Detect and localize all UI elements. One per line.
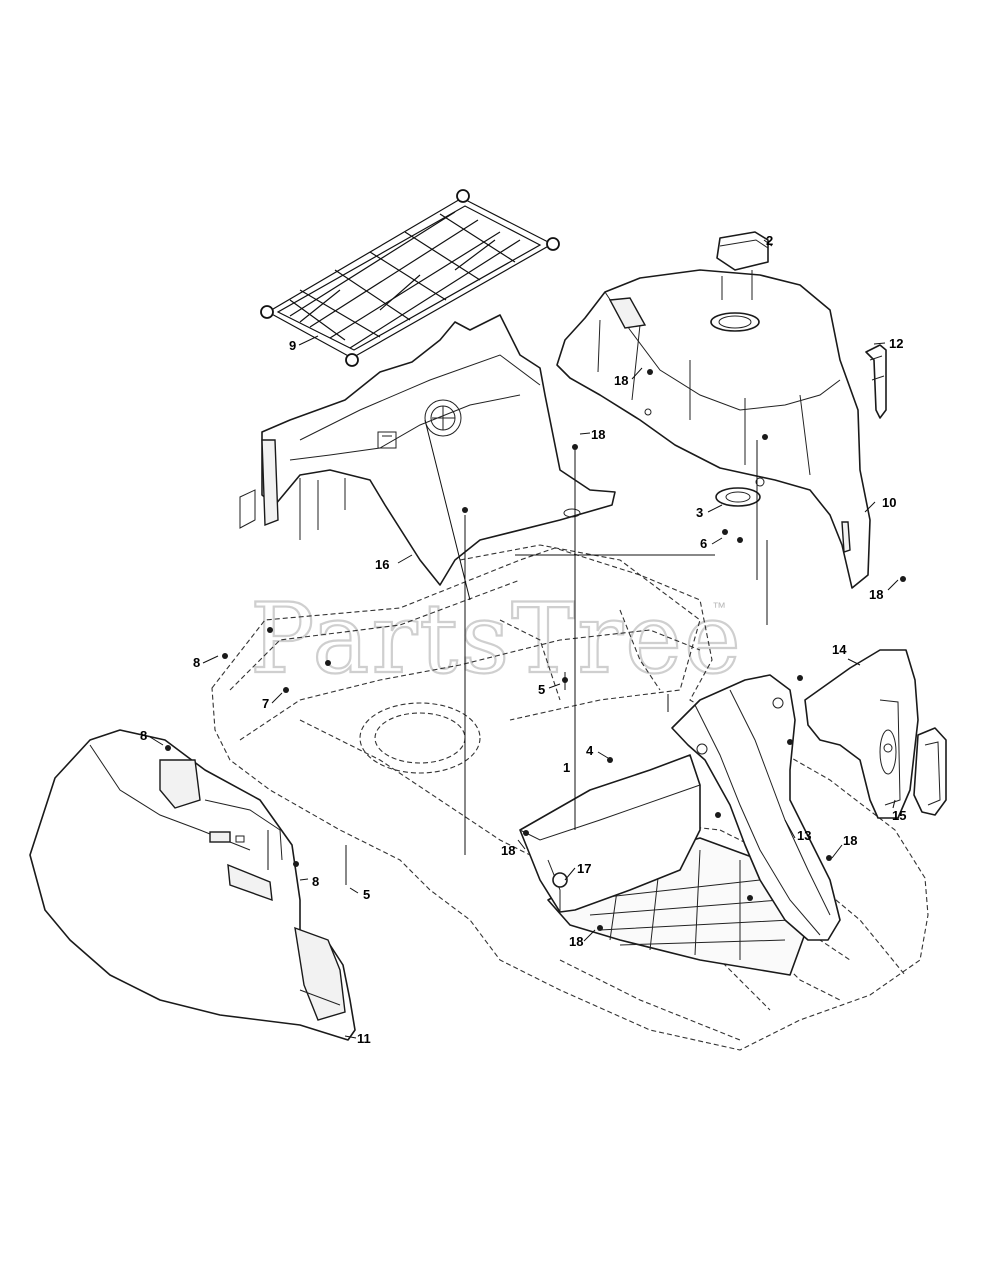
knob-cover <box>913 727 947 816</box>
rear-fender-body <box>556 269 871 589</box>
callout-1: 1 <box>563 760 570 775</box>
callout-11: 11 <box>357 1031 371 1046</box>
dash-cover <box>804 649 919 819</box>
callout-8-left: 8 <box>140 728 147 743</box>
partstree-watermark: PartsTree <box>250 583 743 695</box>
callout-15: 15 <box>892 808 906 823</box>
callout-labels: 2 3 4 1 5 5 6 7 8 8 8 9 10 11 12 13 14 1… <box>140 233 906 1046</box>
callout-2: 2 <box>766 233 773 248</box>
battery-box <box>519 754 701 913</box>
callout-18-panel: 18 <box>843 833 857 848</box>
callout-18-fender-side: 18 <box>869 587 883 602</box>
callout-6: 6 <box>700 536 707 551</box>
left-fender <box>29 729 356 1041</box>
callout-14: 14 <box>832 642 847 657</box>
callout-17: 17 <box>577 861 591 876</box>
callout-10: 10 <box>882 495 896 510</box>
callout-3: 3 <box>696 505 703 520</box>
callout-7: 7 <box>262 696 269 711</box>
callout-8-lower: 8 <box>312 874 319 889</box>
callout-4: 4 <box>586 743 594 758</box>
callout-18-battery: 18 <box>501 843 515 858</box>
callout-18-deck: 18 <box>569 934 583 949</box>
front-panel <box>671 674 841 941</box>
callout-18-tray: 18 <box>591 427 605 442</box>
callout-12: 12 <box>889 336 903 351</box>
storage-tray <box>239 314 616 586</box>
callout-9: 9 <box>289 338 296 353</box>
fuel-cap <box>716 231 769 300</box>
callout-13: 13 <box>797 828 811 843</box>
cargo-net <box>260 189 560 367</box>
gasket-ring <box>715 487 761 507</box>
callout-5-lower: 5 <box>363 887 370 902</box>
reference-lines <box>424 419 768 855</box>
callout-18-fender-top: 18 <box>614 373 628 388</box>
trademark-symbol: ™ <box>712 599 726 615</box>
callout-leaders <box>149 239 899 1039</box>
hardware-fasteners <box>165 369 906 931</box>
callout-5-upper: 5 <box>538 682 545 697</box>
callout-8-upper: 8 <box>193 655 200 670</box>
bracket-part <box>865 344 887 419</box>
callout-16: 16 <box>375 557 389 572</box>
